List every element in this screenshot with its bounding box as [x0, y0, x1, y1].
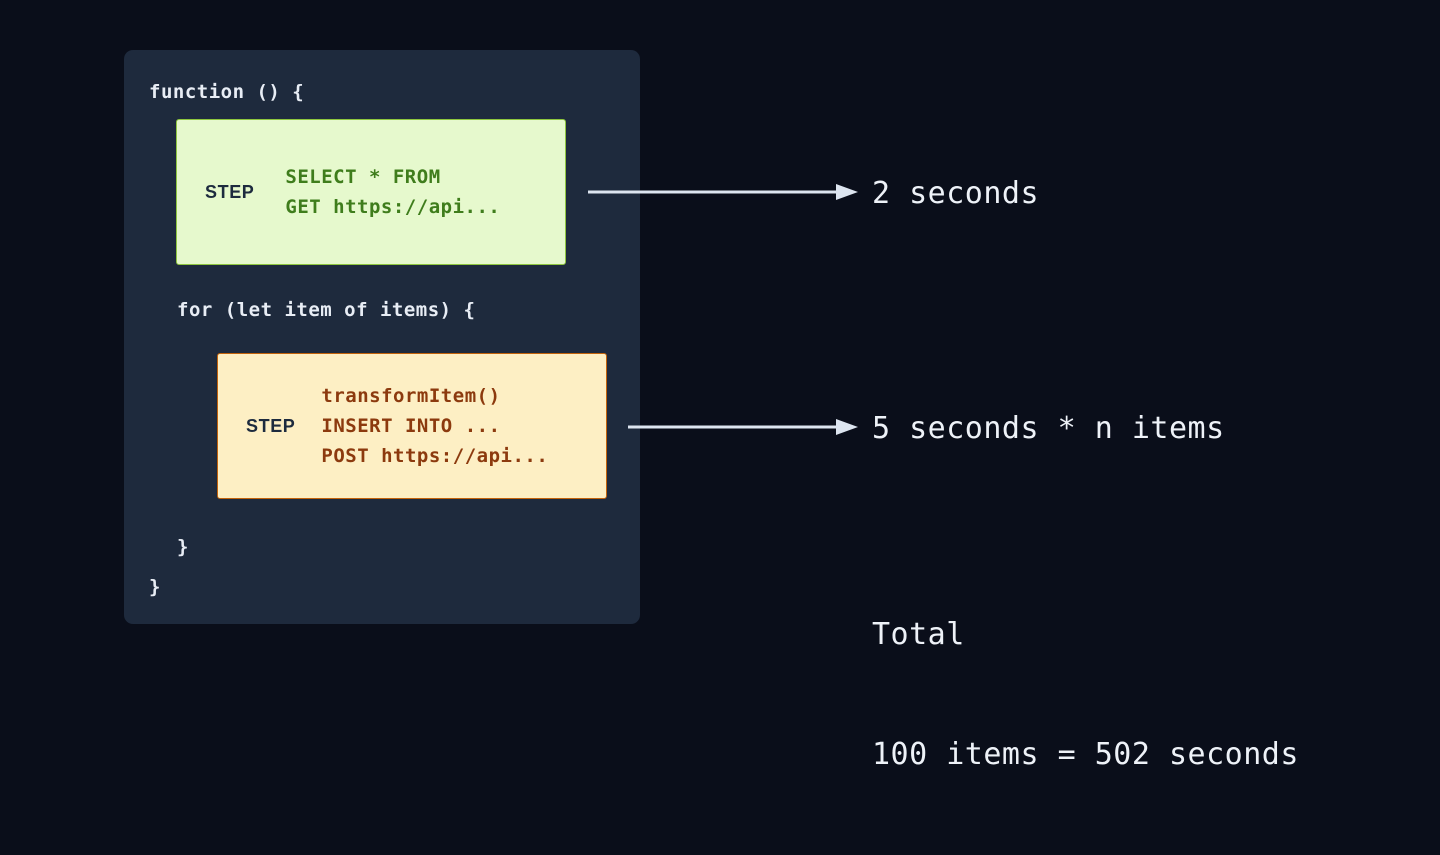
- step-1-tag: STEP: [205, 181, 255, 202]
- code-panel: function () { STEP SELECT * FROM GET htt…: [124, 50, 640, 624]
- code-line-close-function: }: [149, 576, 161, 598]
- code-line-close-for: }: [177, 536, 189, 558]
- total-label: Total: [872, 617, 965, 652]
- step-2-code: transformItem() INSERT INTO ... POST htt…: [321, 385, 549, 467]
- annotation-step-1-duration: 2 seconds: [872, 176, 1040, 211]
- arrow-right-icon-1: [588, 184, 858, 200]
- code-line-function-open: function () {: [149, 81, 305, 103]
- total-equation: 100 items = 502 seconds: [872, 737, 1299, 772]
- step-box-1[interactable]: STEP SELECT * FROM GET https://api...: [176, 119, 566, 265]
- annotation-step-2-duration: 5 seconds * n items: [872, 411, 1225, 446]
- total-summary: Total 100 items = 502 seconds: [872, 535, 1299, 855]
- diagram-canvas: function () { STEP SELECT * FROM GET htt…: [124, 50, 1298, 772]
- step-1-code: SELECT * FROM GET https://api...: [285, 166, 501, 218]
- step-box-2[interactable]: STEP transformItem() INSERT INTO ... POS…: [217, 353, 607, 499]
- step-2-tag: STEP: [246, 415, 296, 436]
- arrow-right-icon-2: [628, 419, 858, 435]
- code-line-for-loop: for (let item of items) {: [177, 299, 476, 321]
